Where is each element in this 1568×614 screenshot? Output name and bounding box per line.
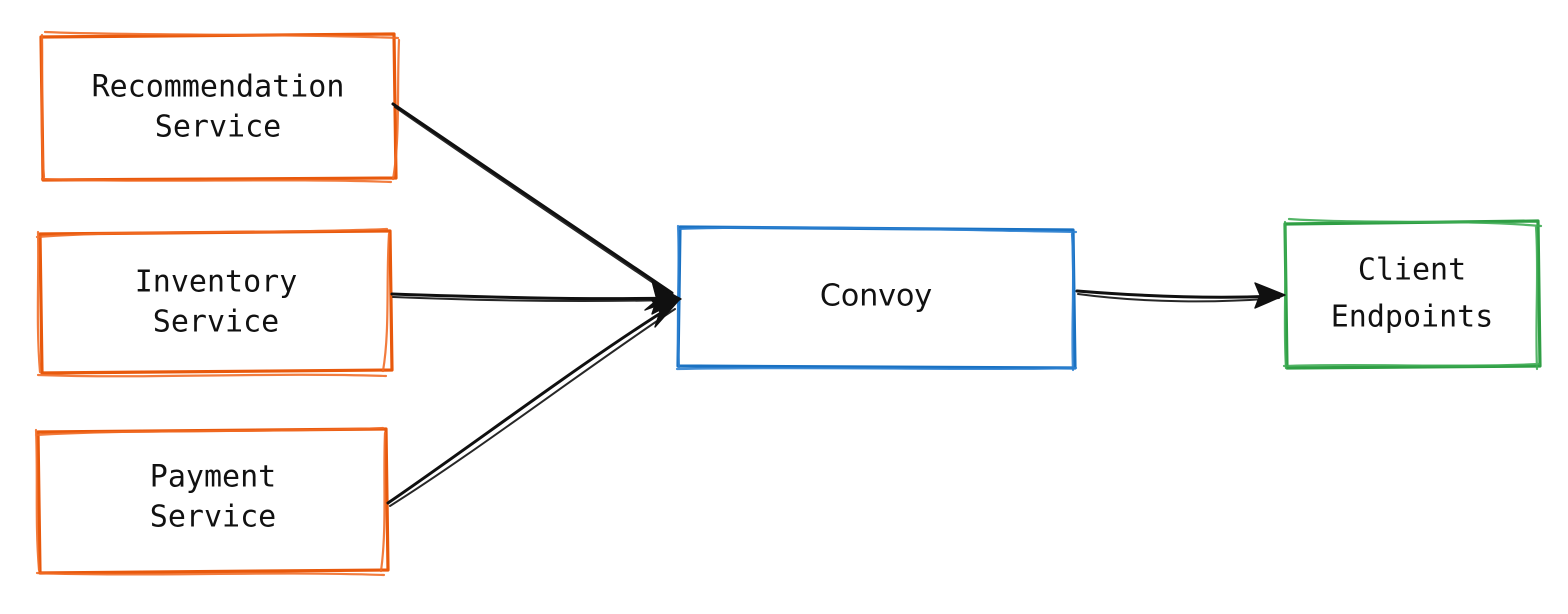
node-payment-service-outline-sketch [34,426,387,577]
node-client-endpoints-label-line2: Endpoints [1331,300,1494,335]
node-convoy-label: Convoy [820,279,932,314]
node-recommendation-service[interactable]: Recommendation Service [39,30,401,184]
edge-recommendation-to-convoy-stroke [391,102,674,295]
node-payment-service-label-line2: Service [150,500,276,535]
edge-payment-to-convoy-stroke [386,304,674,505]
node-inventory-service-label-line1: Inventory [135,265,298,300]
edge-payment-to-convoy-stroke-sketch [389,308,676,507]
node-payment-service[interactable]: Payment Service [34,426,390,577]
node-inventory-service-outline [38,229,394,375]
edge-recommendation-to-convoy-stroke-sketch [394,106,675,298]
edge-convoy-to-client-endpoints-arrowhead [1254,282,1286,309]
edge-inventory-to-convoy-stroke [390,292,676,301]
node-client-endpoints-outline [1283,219,1542,370]
node-convoy-outline-sketch [675,224,1078,372]
node-inventory-service-outline-sketch [35,227,391,378]
node-recommendation-service-label-line2: Service [155,110,281,145]
node-convoy[interactable]: Convoy [675,224,1078,372]
node-client-endpoints-label-line1: Client [1358,253,1466,288]
node-recommendation-service-outline-sketch [40,30,401,184]
edge-inventory-to-convoy [390,283,682,315]
edge-recommendation-to-convoy [391,102,679,311]
node-client-endpoints-outline-sketch [1282,217,1543,371]
node-inventory-service[interactable]: Inventory Service [35,227,394,378]
node-payment-service-label-line1: Payment [150,460,276,495]
node-inventory-service-label-line2: Service [153,305,279,340]
node-recommendation-service-label-line1: Recommendation [92,70,345,105]
edge-payment-to-convoy-arrowhead [650,298,680,328]
edge-payment-to-convoy [386,298,680,507]
node-recommendation-service-outline [39,32,398,182]
node-client-endpoints[interactable]: Client Endpoints [1282,217,1543,371]
edge-inventory-to-convoy-stroke-sketch [392,296,676,302]
edge-convoy-to-client-endpoints-stroke [1075,289,1280,299]
edge-convoy-to-client-endpoints [1075,282,1286,309]
edge-convoy-to-client-endpoints-stroke-sketch [1077,293,1280,303]
